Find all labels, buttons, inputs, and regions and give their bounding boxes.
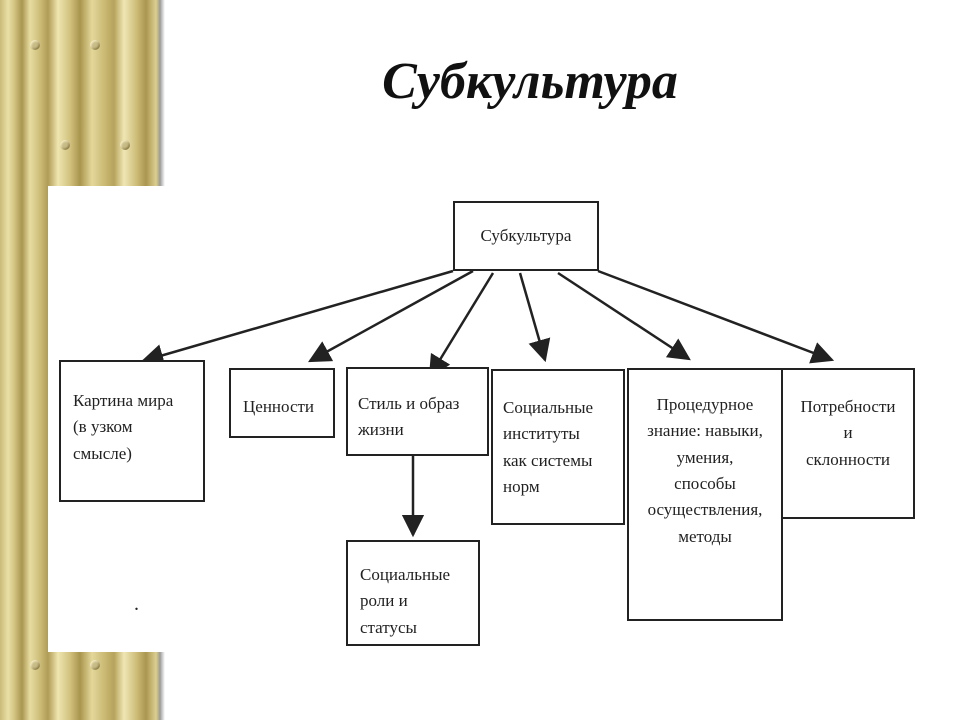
decorative-bead xyxy=(60,140,70,150)
stray-mark: . xyxy=(134,593,139,615)
node-values: Ценности xyxy=(229,368,335,438)
decorative-bead xyxy=(30,40,40,50)
arrow-to-needs xyxy=(597,269,835,364)
node-label: Субкультура xyxy=(480,225,572,245)
slide-title: Субкультура xyxy=(382,53,678,110)
node-institutions: Социальные институты как системы норм xyxy=(491,369,625,525)
node-root-subculture: Субкультура xyxy=(453,201,599,271)
diagram-panel: . Субкультура Картина мира (в узком смыс… xyxy=(48,186,960,652)
arrow-to-institutions xyxy=(518,272,551,363)
arrow-to-values xyxy=(308,269,474,363)
diagram-connectors: . xyxy=(134,269,835,615)
decorative-bead xyxy=(90,40,100,50)
node-social-roles: Социальные роли и статусы xyxy=(346,540,480,646)
node-needs: Потребности и склонности xyxy=(781,368,915,519)
arrow-to-lifestyle xyxy=(428,272,495,378)
decorative-bead xyxy=(120,140,130,150)
node-procedural-knowledge: Процедурное знание: навыки, умения, спос… xyxy=(627,368,783,621)
arrow-to-procedural xyxy=(557,271,691,361)
decorative-bead xyxy=(90,660,100,670)
node-worldview: Картина мира (в узком смысле) xyxy=(59,360,205,502)
arrow-to-worldview xyxy=(140,269,454,367)
node-lifestyle: Стиль и образ жизни xyxy=(346,367,489,456)
decorative-bead xyxy=(30,660,40,670)
